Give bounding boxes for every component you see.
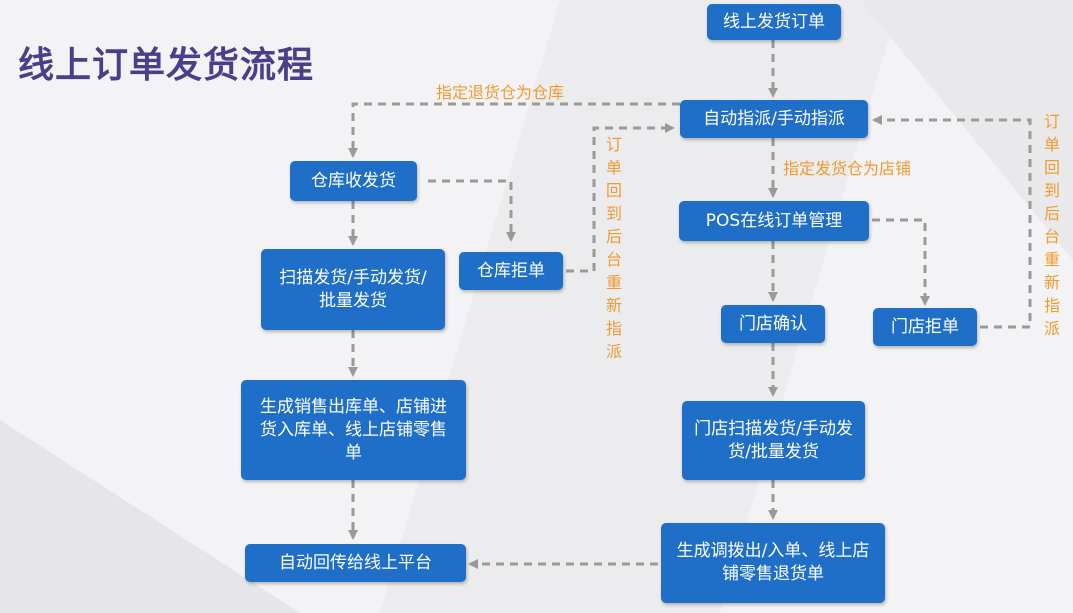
node-store-reject: 门店拒单 <box>873 308 977 346</box>
label-return-to-warehouse: 指定退货仓为仓库 <box>436 83 565 102</box>
node-store-confirm: 门店确认 <box>721 305 825 343</box>
label-reassign-left: 订单回到后台重新指派 <box>605 135 622 361</box>
node-online-order: 线上发货订单 <box>707 4 841 40</box>
label-ship-to-store: 指定发货仓为店铺 <box>783 159 912 178</box>
node-warehouse-ship: 仓库收发货 <box>290 161 417 201</box>
node-auto-assign: 自动指派/手动指派 <box>680 100 868 138</box>
page-title: 线上订单发货流程 <box>18 45 315 86</box>
label-reassign-right: 订单回到后台重新指派 <box>1043 112 1060 338</box>
node-auto-return: 自动回传给线上平台 <box>245 544 466 582</box>
node-generate-transfer: 生成调拨出/入单、线上店铺零售退货单 <box>661 523 885 603</box>
node-scan-ship: 扫描发货/手动发货/批量发货 <box>261 249 445 330</box>
node-warehouse-reject: 仓库拒单 <box>459 252 563 290</box>
node-store-scan: 门店扫描发货/手动发货/批量发货 <box>682 401 865 480</box>
node-generate-sales: 生成销售出库单、店铺进货入库单、线上店铺零售单 <box>241 380 466 480</box>
node-pos-manage: POS在线订单管理 <box>679 201 869 241</box>
